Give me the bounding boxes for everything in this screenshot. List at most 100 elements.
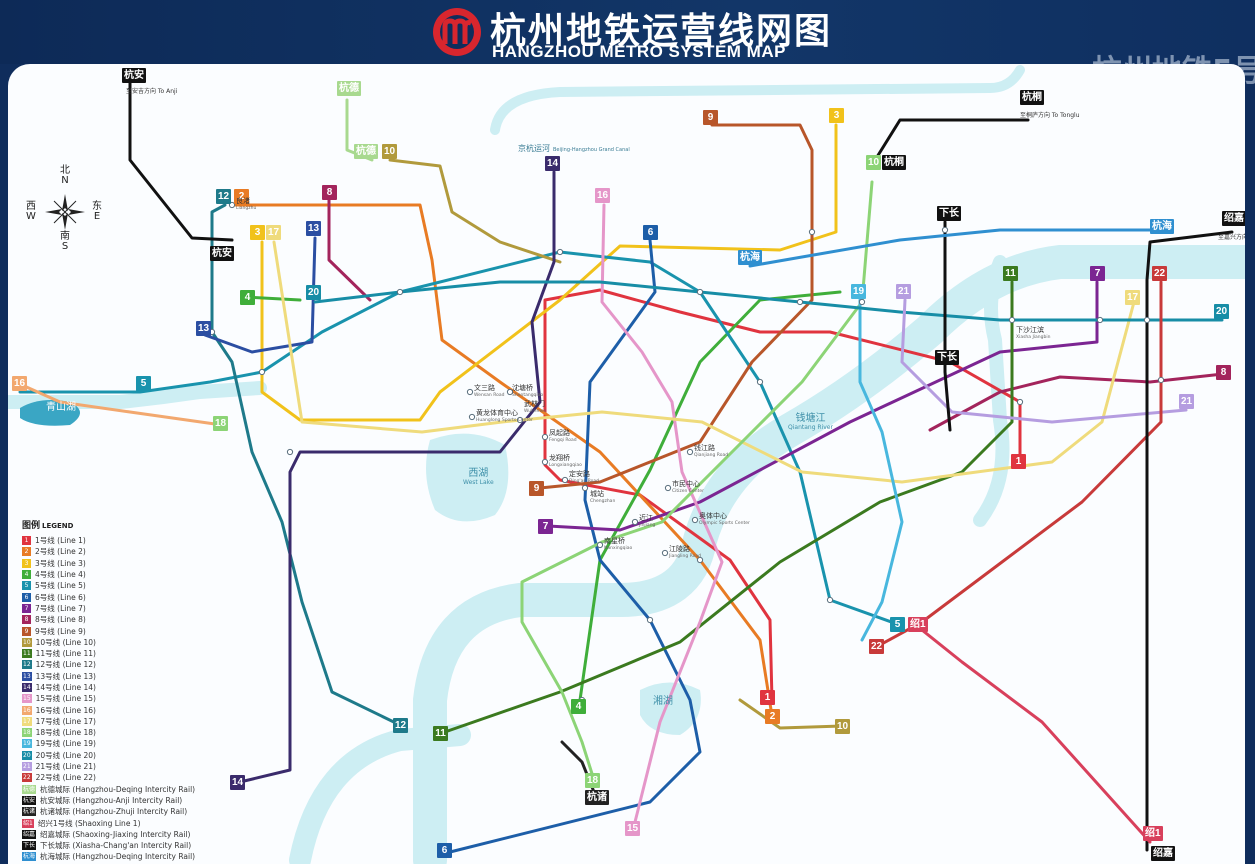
station-marker[interactable] <box>516 416 524 424</box>
line-badge[interactable]: 18 <box>213 416 229 431</box>
line-badge[interactable]: 22 <box>1152 266 1168 281</box>
metro-line-l6[interactable] <box>448 238 702 854</box>
station-marker[interactable] <box>796 298 804 306</box>
line-badge[interactable]: 21 <box>1179 394 1195 409</box>
line-badge[interactable]: 13 <box>196 321 212 336</box>
line-badge[interactable]: 绍嘉 <box>1151 846 1175 861</box>
station-marker[interactable] <box>506 388 514 396</box>
line-badge[interactable]: 绍嘉 <box>1222 211 1245 226</box>
line-badge[interactable]: 2 <box>234 189 249 204</box>
metro-line-l17[interactable] <box>272 240 1136 484</box>
station-marker[interactable] <box>826 596 834 604</box>
line-badge[interactable]: 10 <box>835 719 851 734</box>
station-marker[interactable] <box>1016 398 1024 406</box>
line-badge[interactable]: 12 <box>216 189 232 204</box>
metro-line-hanghai[interactable] <box>748 228 1160 268</box>
line-badge[interactable]: 7 <box>1090 266 1105 281</box>
station-marker[interactable] <box>661 549 669 557</box>
line-badge[interactable]: 21 <box>896 284 912 299</box>
metro-line-hangan[interactable] <box>128 80 234 242</box>
station-marker[interactable] <box>468 413 476 421</box>
line-badge[interactable]: 18 <box>585 773 601 788</box>
station-marker[interactable] <box>561 476 569 484</box>
line-badge[interactable]: 3 <box>829 108 844 123</box>
station-marker[interactable] <box>686 448 694 456</box>
metro-line-l18[interactable] <box>520 180 874 782</box>
line-badge[interactable]: 20 <box>306 285 322 300</box>
station-marker[interactable] <box>696 556 704 564</box>
line-badge[interactable]: 8 <box>322 185 337 200</box>
line-badge[interactable]: 8 <box>1216 365 1231 380</box>
line-badge[interactable]: 16 <box>595 188 611 203</box>
station-marker[interactable] <box>396 288 404 296</box>
line-badge[interactable]: 2 <box>765 709 780 724</box>
line-badge[interactable]: 5 <box>136 376 151 391</box>
station-marker[interactable] <box>941 226 949 234</box>
line-badge[interactable]: 3 <box>250 225 265 240</box>
station-marker[interactable] <box>541 433 549 441</box>
station-marker[interactable] <box>1143 316 1151 324</box>
line-badge[interactable]: 绍1 <box>908 617 928 632</box>
line-badge[interactable]: 14 <box>545 156 561 171</box>
station-marker[interactable] <box>541 458 549 466</box>
line-badge[interactable]: 1 <box>760 690 775 705</box>
line-badge[interactable]: 7 <box>538 519 553 534</box>
metro-line-l9[interactable] <box>538 123 814 490</box>
line-badge[interactable]: 杭安 <box>210 246 234 261</box>
station-marker[interactable] <box>696 288 704 296</box>
line-badge[interactable]: 17 <box>266 225 282 240</box>
line-badge[interactable]: 11 <box>1003 266 1018 281</box>
line-badge[interactable]: 9 <box>529 481 544 496</box>
metro-line-l2[interactable] <box>230 203 774 718</box>
line-badge[interactable]: 12 <box>393 718 409 733</box>
station-marker[interactable] <box>646 616 654 624</box>
metro-line-l12[interactable] <box>210 203 402 727</box>
line-badge[interactable]: 杭德 <box>354 144 378 159</box>
line-badge[interactable]: 杭海 <box>738 250 762 265</box>
line-badge[interactable]: 11 <box>433 726 448 741</box>
line-badge[interactable]: 4 <box>240 290 255 305</box>
metro-line-shao1[interactable] <box>915 624 1152 844</box>
line-badge[interactable]: 6 <box>437 843 452 858</box>
line-badge[interactable]: 杭安 <box>122 68 146 83</box>
line-badge[interactable]: 17 <box>1125 290 1141 305</box>
station-marker[interactable] <box>596 541 604 549</box>
station-marker[interactable] <box>756 378 764 386</box>
metro-line-l21[interactable] <box>900 298 1188 424</box>
line-badge[interactable]: 绍1 <box>1143 826 1163 841</box>
metro-line-l11[interactable] <box>440 280 1014 735</box>
line-badge[interactable]: 16 <box>12 376 28 391</box>
line-badge[interactable]: 杭桐 <box>1020 90 1044 105</box>
metro-line-xiachang[interactable] <box>943 220 952 432</box>
line-badge[interactable]: 杭德 <box>337 81 361 96</box>
line-badge[interactable]: 杭海 <box>1150 219 1174 234</box>
station-marker[interactable] <box>581 484 589 492</box>
metro-line-hangtong[interactable] <box>870 118 1030 167</box>
line-badge[interactable]: 4 <box>571 699 586 714</box>
line-badge[interactable]: 下长 <box>935 350 959 365</box>
line-badge[interactable]: 下长 <box>937 206 961 221</box>
line-badge[interactable]: 20 <box>1214 304 1230 319</box>
line-badge[interactable]: 6 <box>643 225 658 240</box>
metro-line-l4[interactable] <box>244 290 842 702</box>
station-marker[interactable] <box>556 248 564 256</box>
line-badge[interactable]: 9 <box>703 110 718 125</box>
station-marker[interactable] <box>286 448 294 456</box>
line-badge[interactable]: 19 <box>851 284 867 299</box>
